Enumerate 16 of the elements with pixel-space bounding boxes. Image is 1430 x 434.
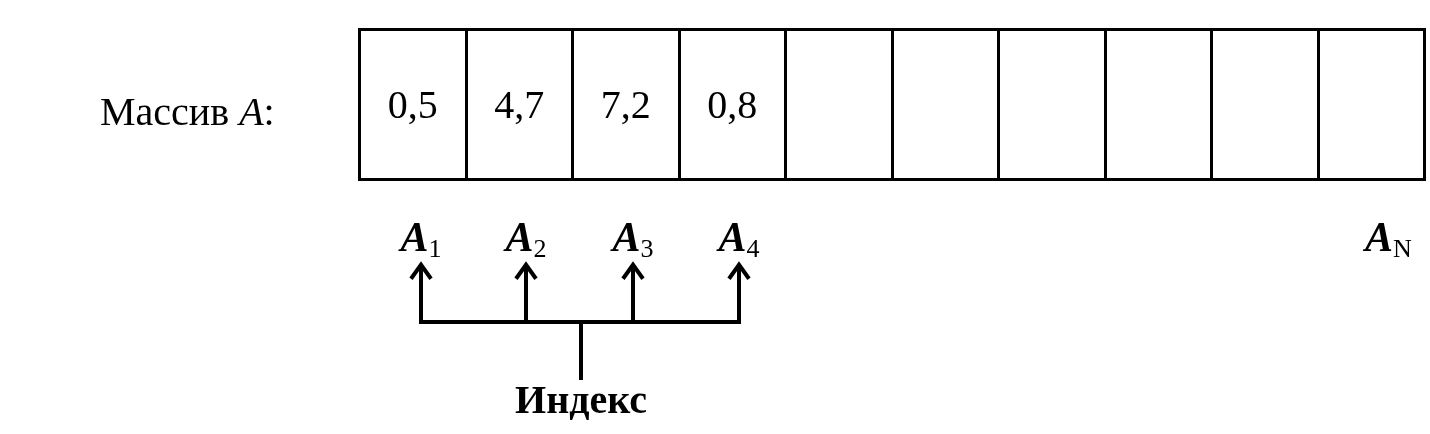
cell-value: 0,8 [707,84,758,125]
array-cell [571,28,681,181]
index-caption: Индекс [515,380,647,420]
cell-value: 0,5 [387,84,438,125]
array-cell [1210,28,1320,181]
element-label: A$_{3}$ [612,216,654,262]
array-cell [997,28,1107,181]
array-name-label: Массив A: [100,92,275,132]
cell-value: 4,7 [494,84,545,125]
element-label: A$_{1}$ [400,216,442,262]
element-label: A$_{4}$ [718,216,760,262]
element-label: A$_{2}$ [505,216,547,262]
array-cell [784,28,894,181]
element-label: A$_{N}$ [1365,216,1412,262]
cell-value: 7,2 [600,84,651,125]
array-cell [358,28,468,181]
